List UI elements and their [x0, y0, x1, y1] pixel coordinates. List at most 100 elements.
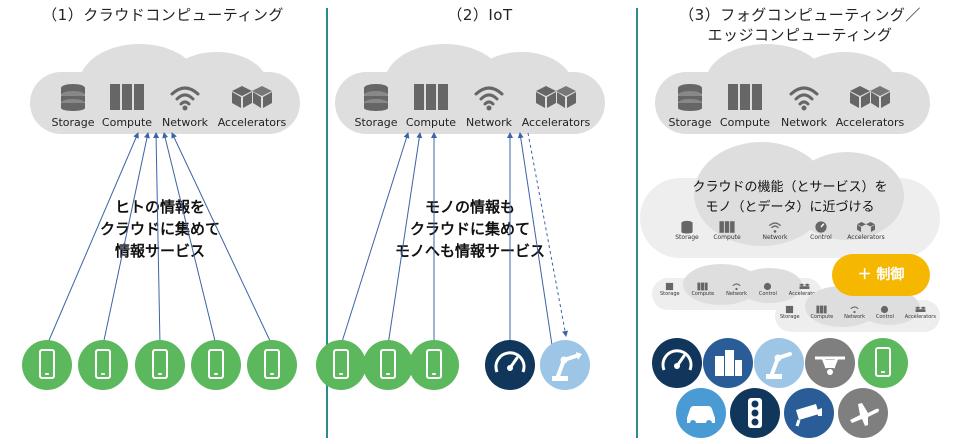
panel3-network: Network: [777, 82, 831, 129]
smartphone-icon: [39, 349, 55, 379]
storage-icon: [678, 84, 702, 111]
network-icon: [170, 86, 200, 111]
fog-message: クラウドの機能（とサービス）を モノ（とデータ）に近づける: [655, 178, 925, 218]
edge1-storage: Storage: [660, 282, 680, 297]
panel1-device-4: [191, 340, 241, 390]
building-icon: [715, 350, 742, 376]
fog-compute-label: Compute: [713, 234, 741, 241]
fog-control: Control: [806, 220, 836, 241]
edge1-accelerators: Accelerators: [789, 282, 820, 297]
control-icon: [764, 282, 772, 291]
car-icon: [687, 406, 715, 426]
edge2-compute: Compute: [810, 305, 833, 320]
smartphone-icon: [95, 349, 111, 379]
panel2-device-robot: [540, 340, 590, 390]
panel3-device-camera: [784, 388, 834, 438]
panel1-storage: Storage: [45, 82, 101, 129]
compute-icon: [697, 282, 708, 291]
fog-compute: Compute: [712, 220, 742, 241]
panel1-compute: Compute: [100, 82, 154, 129]
fog-control-label: Control: [810, 234, 832, 241]
fog-network: Network: [760, 220, 790, 241]
panel3-device-phone: [858, 338, 908, 388]
panel1-device-5: [247, 340, 297, 390]
compute-icon: [414, 84, 448, 110]
panel3-device-building: [703, 338, 753, 388]
edge2-network: Network: [844, 305, 865, 320]
fog-storage: Storage: [672, 220, 702, 241]
smartphone-icon: [208, 349, 224, 379]
fog-network-label: Network: [762, 234, 788, 241]
panel2-network: Network: [462, 82, 516, 129]
network-icon: [789, 86, 819, 111]
compute-icon: [728, 84, 762, 110]
panel2-device-2: [363, 340, 413, 390]
fog-message-line1: クラウドの機能（とサービス）を: [692, 180, 888, 195]
panel1-message-line1: ヒトの情報を: [114, 198, 205, 216]
edge2-accelerators: Accelerators: [905, 305, 936, 320]
edge1-compute: Compute: [691, 282, 714, 297]
panel1-cloud: [30, 44, 300, 134]
panel3-network-label: Network: [781, 116, 827, 129]
compute-icon: [110, 84, 144, 110]
storage-icon: [666, 282, 674, 291]
panel-divider-2: [636, 8, 638, 438]
panel1-accelerators-label: Accelerators: [217, 116, 287, 129]
panel2-device-gauge: [485, 340, 535, 390]
panel1-device-3: [135, 340, 185, 390]
panel1-network-label: Network: [162, 116, 208, 129]
fog-accelerators: Accelerators: [846, 220, 886, 241]
compute-icon: [816, 305, 827, 314]
smartphone-icon: [264, 349, 280, 379]
compute-icon: [719, 221, 735, 233]
panel2-message: モノの情報も クラウドに集めて モノへも情報サービス: [380, 196, 560, 262]
gauge-icon: [661, 349, 693, 371]
airplane-icon: [850, 403, 879, 426]
smartphone-icon: [333, 349, 349, 379]
storage-icon: [681, 220, 693, 234]
panel2-compute: Compute: [404, 82, 458, 129]
fog-cloud: [640, 142, 940, 258]
accelerators-icon: [536, 86, 576, 108]
panel2-arrows: [340, 132, 569, 346]
camera-icon: [795, 404, 822, 427]
panel1-message-line2: クラウドに集めて: [99, 220, 220, 238]
control-icon: [815, 221, 827, 233]
panel2-accelerators-label: Accelerators: [521, 116, 591, 129]
panel2-network-label: Network: [466, 116, 512, 129]
panel3-device-traffic-light: [730, 388, 780, 438]
fog-message-line2: モノ（とデータ）に近づける: [705, 200, 875, 215]
accelerators-icon: [857, 222, 875, 232]
panel1-device-1: [22, 340, 72, 390]
panel2-device-1: [316, 340, 366, 390]
panel3-storage-label: Storage: [668, 116, 712, 129]
drone-icon: [815, 356, 845, 375]
panel2-accelerators: Accelerators: [518, 82, 594, 129]
panel2-title: （2）IoT: [447, 6, 513, 24]
panel2-device-3: [409, 340, 459, 390]
fog-storage-label: Storage: [675, 234, 699, 241]
panel3-title-line2: エッジコンピューティング: [707, 26, 893, 44]
gauge-icon: [494, 351, 526, 373]
panel3-accelerators-label: Accelerators: [835, 116, 905, 129]
panel3-accelerators: Accelerators: [832, 82, 908, 129]
network-icon: [768, 222, 782, 233]
accelerators-icon: [914, 306, 926, 312]
panel1-device-2: [78, 340, 128, 390]
robot-arm-icon: [552, 352, 582, 381]
accelerators-icon: [232, 86, 272, 108]
panel1-compute-label: Compute: [101, 116, 153, 129]
panel1-message: ヒトの情報を クラウドに集めて 情報サービス: [70, 196, 250, 262]
smartphone-icon: [875, 347, 891, 377]
panel3-device-gauge: [652, 338, 702, 388]
panel2-storage: Storage: [348, 82, 404, 129]
panel3-device-robot: [754, 338, 804, 388]
smartphone-icon: [380, 349, 396, 379]
storage-icon: [364, 84, 388, 111]
panel3-device-airplane: [838, 388, 888, 438]
panel3-storage: Storage: [662, 82, 718, 129]
panel2-storage-label: Storage: [354, 116, 398, 129]
accelerators-icon: [798, 283, 810, 289]
panel2-message-line3: モノへも情報サービス: [394, 242, 545, 260]
storage-icon: [786, 305, 794, 314]
